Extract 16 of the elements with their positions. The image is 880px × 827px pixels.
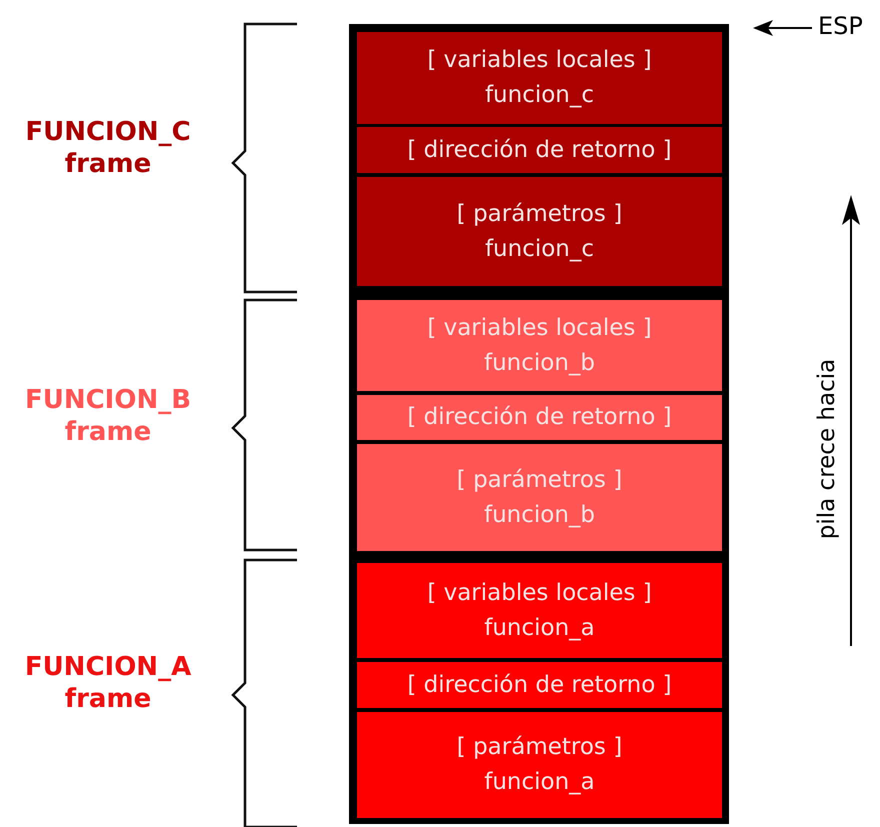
direction-label: pila crece hacia [814, 358, 840, 542]
stack-column [349, 24, 729, 824]
stack-slot: [ variables locales ] funcion_c [357, 32, 722, 124]
stack-slot: [ variables locales ] funcion_a [357, 563, 722, 658]
stack-slot: [ dirección de retorno ] [357, 395, 722, 440]
stack-slot: [ parámetros ] funcion_b [357, 444, 722, 551]
frame-label: FUNCION_C frame [24, 116, 192, 180]
stack-slot: [ dirección de retorno ] [357, 662, 722, 708]
frame-label: FUNCION_A frame [24, 651, 192, 715]
frame-label: FUNCION_B frame [24, 384, 192, 448]
stack-slot: [ dirección de retorno ] [357, 127, 722, 173]
pointer-label: ESP [818, 12, 863, 40]
stack-slot: [ variables locales ] funcion_b [357, 300, 722, 391]
stack-slot: [ parámetros ] funcion_a [357, 712, 722, 818]
stack-slot: [ parámetros ] funcion_c [357, 177, 722, 286]
pointer-arrow [753, 20, 812, 36]
